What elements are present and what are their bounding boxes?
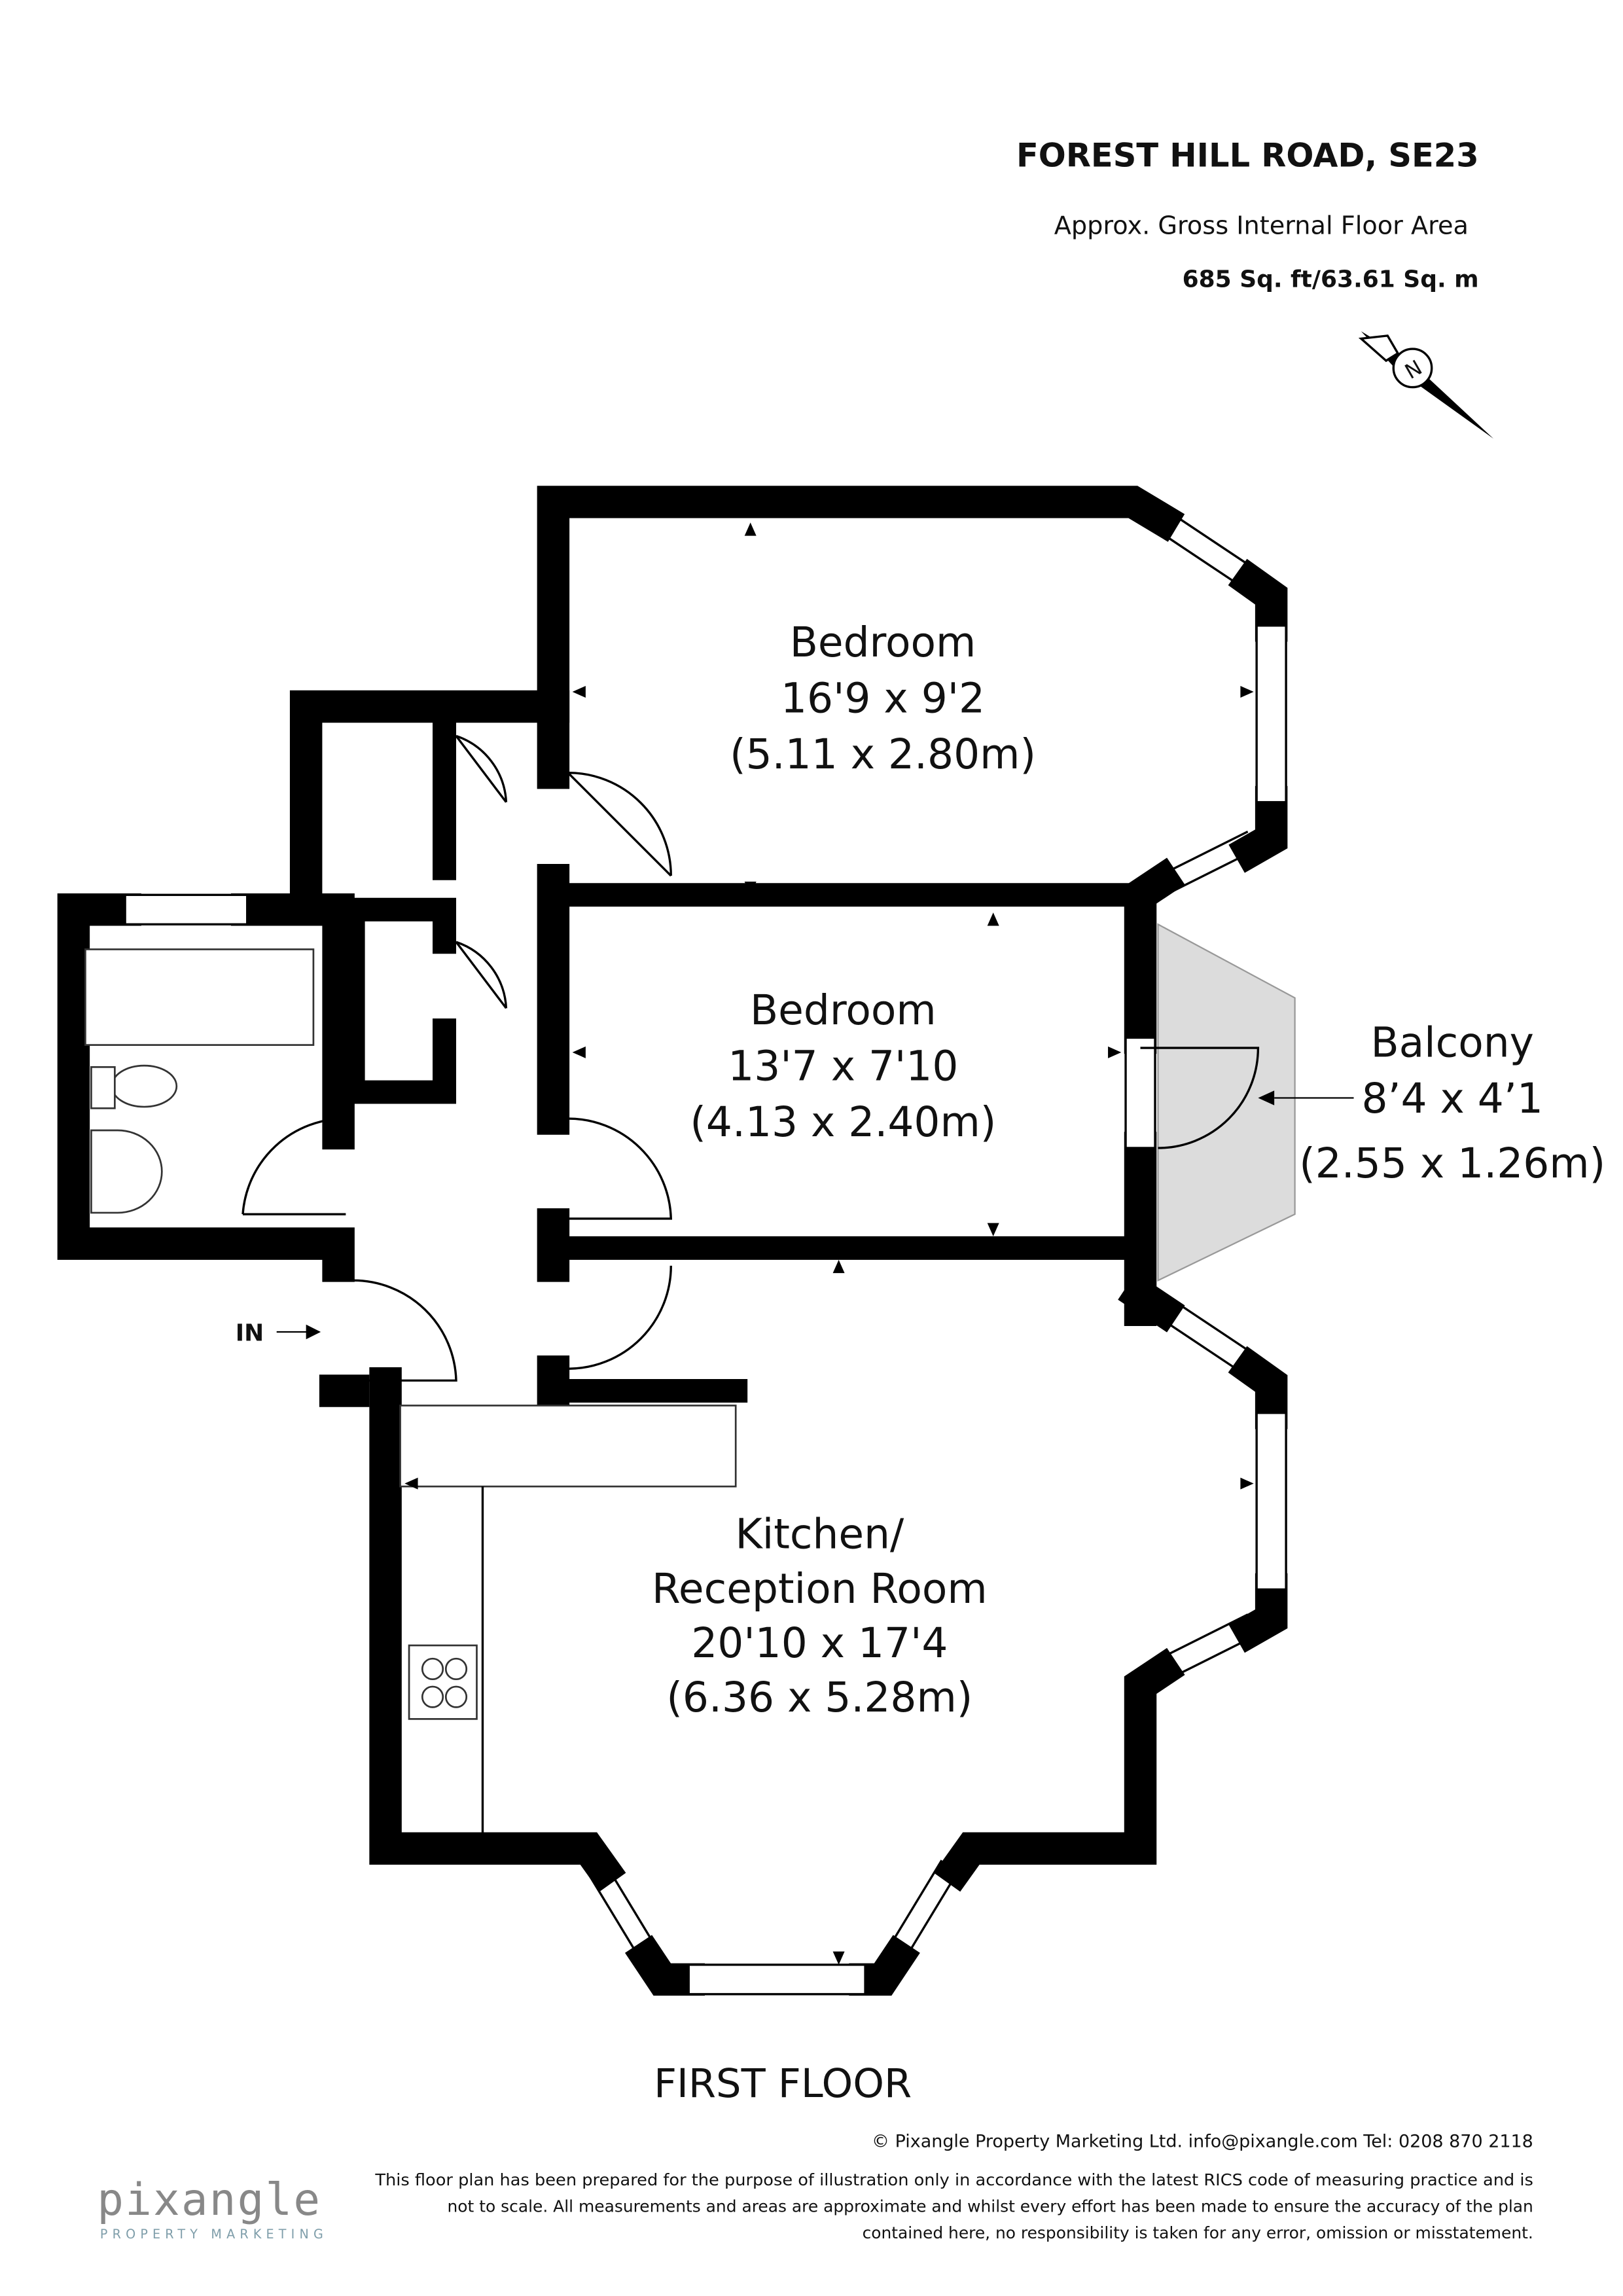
logo-tagline: PROPERTY MARKETING xyxy=(100,2227,328,2242)
hob-icon xyxy=(408,1644,478,1720)
room-bedroom-2: Bedroom 13'7 x 7'10 (4.13 x 2.40m) xyxy=(690,986,996,1146)
worktop xyxy=(399,1405,737,1488)
room-balcony: Balcony 8’4 x 4’1 (2.55 x 1.26m) xyxy=(1299,1019,1605,1187)
room-dimensions-metric: (6.36 x 5.28m) xyxy=(666,1674,972,1721)
copyright-text: © Pixangle Property Marketing Ltd. info@… xyxy=(872,2132,1533,2152)
room-bedroom-1: Bedroom 16'9 x 9'2 (5.11 x 2.80m) xyxy=(730,619,1036,778)
disclaimer-line-1: This floor plan has been prepared for th… xyxy=(374,2170,1533,2189)
area-value: 685 Sq. ft/63.61 Sq. m xyxy=(1183,266,1479,293)
room-dimensions-imperial: 16'9 x 9'2 xyxy=(781,674,985,722)
room-name-line2: Reception Room xyxy=(652,1565,988,1613)
room-dimensions-imperial: 20'10 x 17'4 xyxy=(691,1619,948,1667)
entrance-label: IN xyxy=(236,1320,264,1347)
area-subtitle: Approx. Gross Internal Floor Area xyxy=(1054,212,1469,241)
logo-text: pixangle xyxy=(97,2174,321,2225)
room-dimensions-imperial: 13'7 x 7'10 xyxy=(728,1043,958,1090)
bath-surround xyxy=(84,948,315,1046)
doors xyxy=(241,734,1260,1382)
room-name: Bedroom xyxy=(790,619,976,666)
balcony-area xyxy=(1157,923,1296,1282)
room-dimensions-metric: (5.11 x 2.80m) xyxy=(730,730,1036,778)
room-dimensions-metric: (4.13 x 2.40m) xyxy=(690,1098,996,1146)
basin-icon xyxy=(90,1129,163,1214)
property-title: FOREST HILL ROAD, SE23 xyxy=(1016,136,1479,174)
pixangle-logo: pixangle PROPERTY MARKETING xyxy=(97,2174,328,2242)
room-name: Bedroom xyxy=(750,986,936,1034)
toilet-icon xyxy=(111,1064,178,1108)
room-dimensions-imperial: 8’4 x 4’1 xyxy=(1361,1075,1543,1122)
floor-label: FIRST FLOOR xyxy=(654,2061,912,2107)
room-kitchen-reception: Kitchen/ Reception Room 20'10 x 17'4 (6.… xyxy=(652,1511,988,1722)
disclaimer-line-2: not to scale. All measurements and areas… xyxy=(448,2197,1533,2216)
measurement-markers xyxy=(276,522,1354,1965)
room-name: Balcony xyxy=(1370,1019,1533,1067)
windows xyxy=(124,508,1287,1996)
room-name-line1: Kitchen/ xyxy=(735,1511,904,1558)
walls xyxy=(57,486,1288,1996)
north-arrow-icon: N xyxy=(1358,331,1494,439)
fixtures xyxy=(84,948,737,1834)
disclaimer-line-3: contained here, no responsibility is tak… xyxy=(863,2223,1533,2242)
room-dimensions-metric: (2.55 x 1.26m) xyxy=(1299,1139,1605,1187)
